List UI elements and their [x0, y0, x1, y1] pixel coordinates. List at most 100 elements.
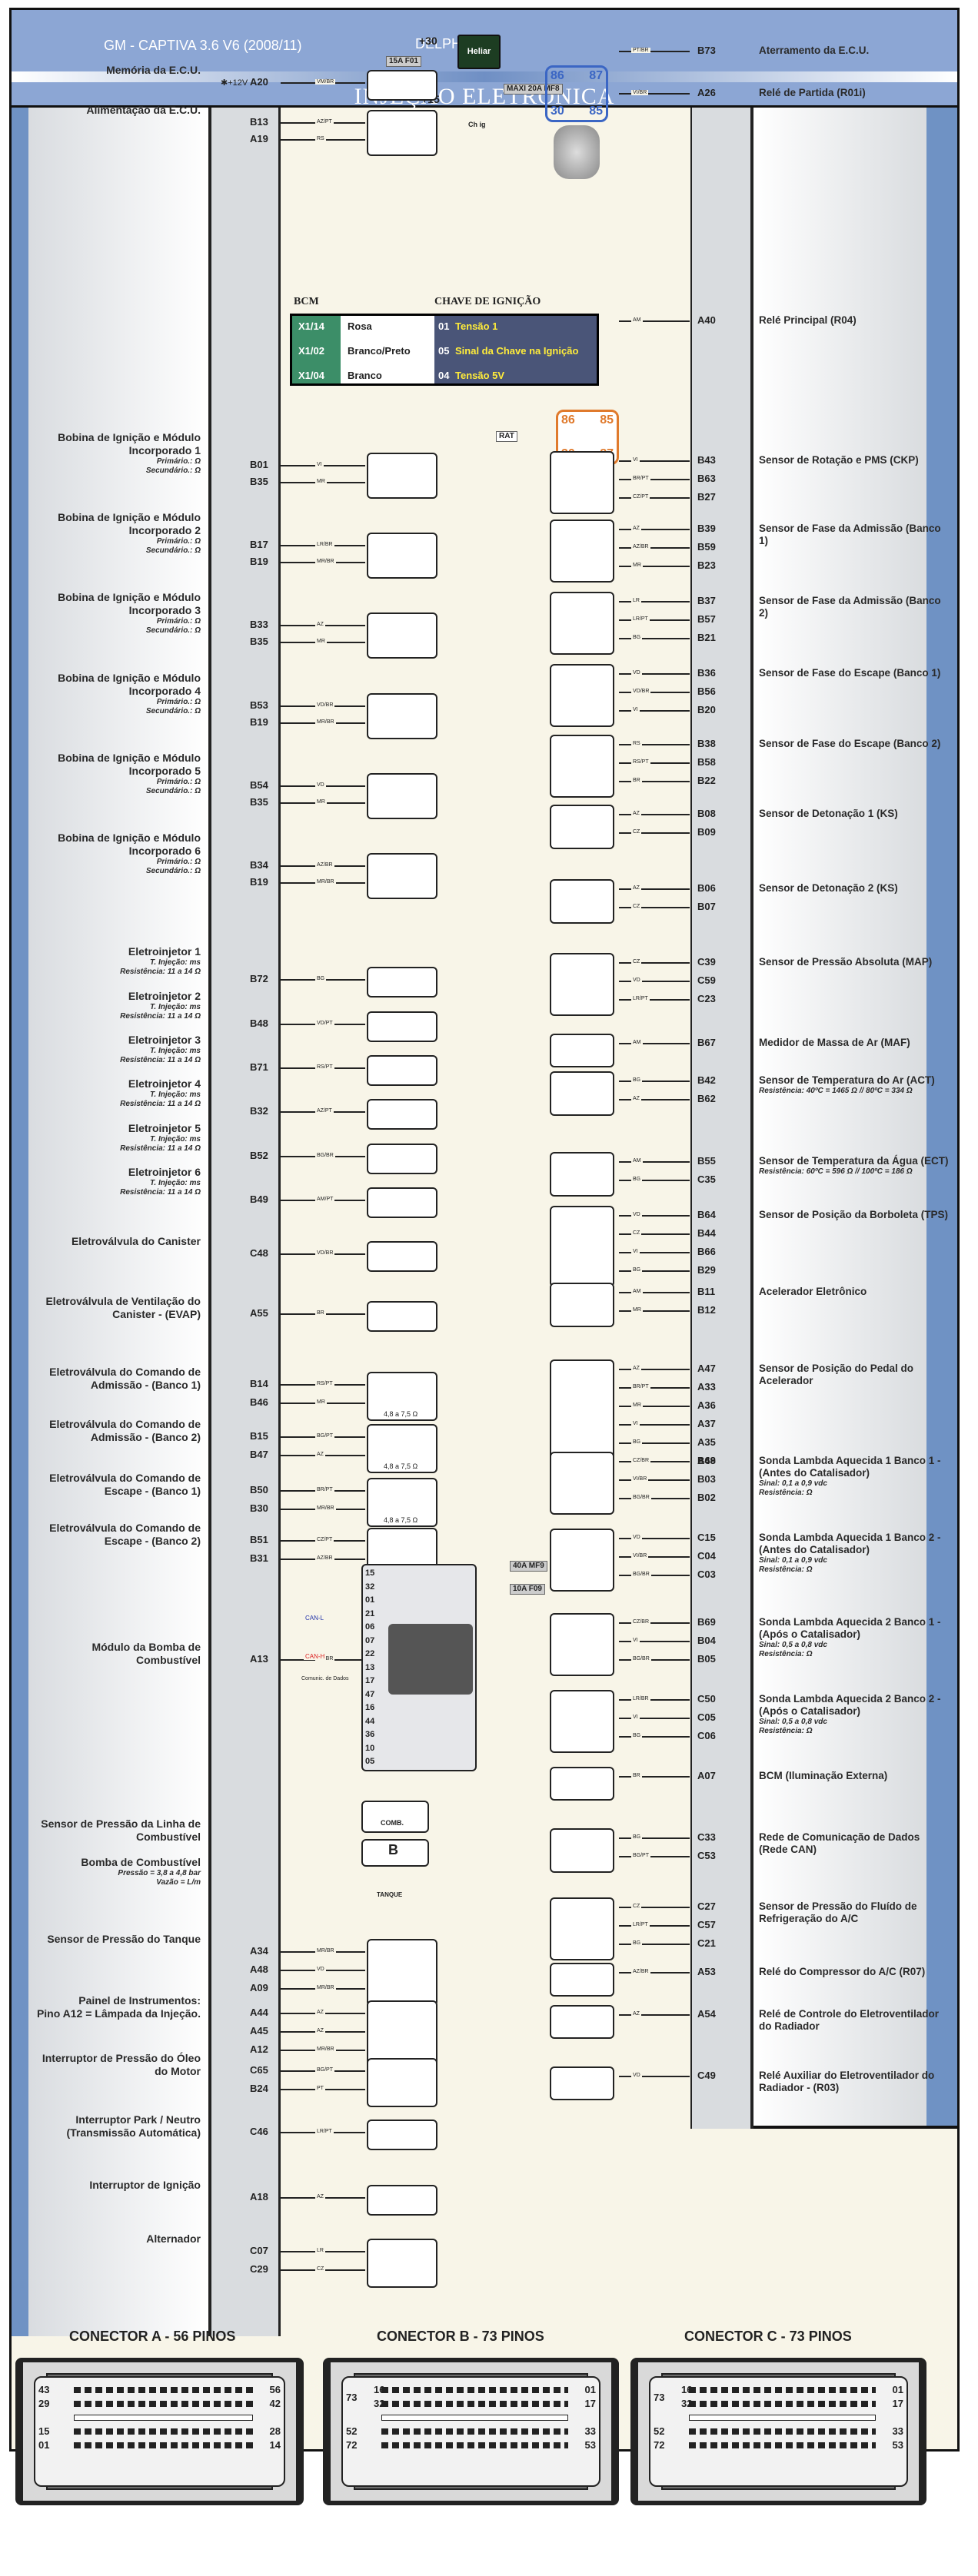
ecu-pin[interactable]: A48 — [250, 1964, 268, 1975]
ecu-pin[interactable]: C33 — [697, 1831, 716, 1843]
ecu-pin[interactable]: B44 — [697, 1227, 716, 1239]
ecu-pin[interactable]: B71 — [250, 1061, 268, 1073]
ecu-pin[interactable]: B64 — [697, 1209, 716, 1220]
ecu-pin[interactable]: C50 — [697, 1693, 716, 1705]
ecu-pin[interactable]: B55 — [697, 1155, 716, 1167]
ecu-pin[interactable]: C03 — [697, 1569, 716, 1580]
ecu-pin[interactable]: B62 — [697, 1093, 716, 1104]
ecu-pin[interactable]: B57 — [697, 613, 716, 625]
ecu-pin[interactable]: A44 — [250, 2007, 268, 2018]
ecu-pin[interactable]: B19 — [250, 876, 268, 888]
ecu-pin[interactable]: B56 — [697, 685, 716, 697]
ecu-pin[interactable]: A47 — [697, 1363, 716, 1374]
ecu-pin[interactable]: A36 — [697, 1399, 716, 1411]
ecu-pin[interactable]: A33 — [697, 1381, 716, 1393]
ecu-pin[interactable]: B15 — [250, 1430, 268, 1442]
ecu-pin[interactable]: B01 — [250, 459, 268, 470]
ecu-pin[interactable]: A37 — [697, 1418, 716, 1429]
ecu-pin[interactable]: A19 — [250, 133, 268, 144]
ecu-pin[interactable]: B33 — [250, 619, 268, 630]
ecu-pin[interactable]: B43 — [697, 454, 716, 466]
ecu-pin[interactable]: B04 — [697, 1635, 716, 1646]
ecu-pin[interactable]: B67 — [697, 1037, 716, 1048]
ecu-pin[interactable]: B46 — [250, 1396, 268, 1408]
ecu-pin[interactable]: B22 — [697, 775, 716, 786]
ecu-pin[interactable]: B51 — [250, 1534, 268, 1545]
ecu-pin[interactable]: B48 — [250, 1017, 268, 1029]
ecu-pin[interactable]: A13 — [250, 1653, 268, 1665]
ecu-pin[interactable]: B49 — [250, 1193, 268, 1205]
ecu-pin[interactable]: A40 — [697, 314, 716, 326]
ecu-pin[interactable]: B63 — [697, 473, 716, 484]
ecu-pin[interactable]: B53 — [250, 699, 268, 711]
ecu-pin[interactable]: A54 — [697, 2008, 716, 2020]
ecu-pin[interactable]: A34 — [250, 1945, 268, 1957]
ecu-pin[interactable]: C29 — [250, 2263, 268, 2275]
ecu-pin[interactable]: C23 — [697, 993, 716, 1004]
ecu-pin[interactable]: B47 — [250, 1449, 268, 1460]
ecu-pin[interactable]: C46 — [250, 2126, 268, 2137]
ecu-pin[interactable]: B19 — [250, 716, 268, 728]
ecu-pin[interactable]: B35 — [250, 796, 268, 808]
ecu-pin[interactable]: B23 — [697, 559, 716, 571]
ecu-pin[interactable]: B27 — [697, 491, 716, 503]
ecu-pin[interactable]: B12 — [697, 1304, 716, 1316]
ecu-pin[interactable]: B39 — [697, 523, 716, 534]
ecu-pin[interactable]: C39 — [697, 956, 716, 968]
ecu-pin[interactable]: C21 — [697, 1937, 716, 1949]
ecu-pin[interactable]: B06 — [697, 882, 716, 894]
ecu-pin[interactable]: B14 — [250, 1378, 268, 1389]
ecu-pin[interactable]: A45 — [250, 2025, 268, 2037]
ecu-pin[interactable]: B19 — [250, 556, 268, 567]
ecu-pin[interactable]: B68 — [697, 1455, 716, 1466]
ecu-pin[interactable]: B35 — [250, 636, 268, 647]
ecu-pin[interactable]: B34 — [250, 859, 268, 871]
ecu-pin[interactable]: B37 — [697, 595, 716, 606]
ecu-pin[interactable]: A07 — [697, 1770, 716, 1781]
ecu-pin[interactable]: B31 — [250, 1552, 268, 1564]
ecu-pin[interactable]: B13 — [250, 116, 268, 128]
ecu-pin[interactable]: B58 — [697, 756, 716, 768]
ecu-pin[interactable]: B42 — [697, 1074, 716, 1086]
ecu-pin[interactable]: B09 — [697, 826, 716, 838]
ecu-pin[interactable]: B38 — [697, 738, 716, 749]
ecu-pin[interactable]: C07 — [250, 2245, 268, 2256]
ecu-pin[interactable]: B30 — [250, 1502, 268, 1514]
ecu-pin[interactable]: A55 — [250, 1307, 268, 1319]
ecu-pin[interactable]: B07 — [697, 901, 716, 912]
ecu-pin[interactable]: A26 — [697, 87, 716, 98]
ecu-pin[interactable]: B03 — [697, 1473, 716, 1485]
ecu-pin[interactable]: B20 — [697, 704, 716, 715]
ecu-pin[interactable]: B72 — [250, 973, 268, 984]
ecu-pin[interactable]: B11 — [697, 1286, 716, 1297]
ecu-pin[interactable]: C06 — [697, 1730, 716, 1741]
ecu-pin[interactable]: C65 — [250, 2064, 268, 2076]
ecu-pin[interactable]: C53 — [697, 1850, 716, 1861]
ecu-pin[interactable]: B32 — [250, 1105, 268, 1117]
ecu-pin[interactable]: B21 — [697, 632, 716, 643]
ecu-pin[interactable]: C35 — [697, 1173, 716, 1185]
ecu-pin[interactable]: A53 — [697, 1966, 716, 1977]
ecu-pin[interactable]: B59 — [697, 541, 716, 553]
ecu-pin[interactable]: B69 — [697, 1616, 716, 1628]
ecu-pin[interactable]: C15 — [697, 1532, 716, 1543]
ecu-pin[interactable]: B66 — [697, 1246, 716, 1257]
ecu-pin[interactable]: B50 — [250, 1484, 268, 1495]
ecu-pin[interactable]: C48 — [250, 1247, 268, 1259]
ecu-pin[interactable]: C57 — [697, 1919, 716, 1930]
ecu-pin[interactable]: C27 — [697, 1900, 716, 1912]
ecu-pin[interactable]: B73 — [697, 45, 716, 56]
ecu-pin[interactable]: A35 — [697, 1436, 716, 1448]
ecu-pin[interactable]: B54 — [250, 779, 268, 791]
ecu-pin[interactable]: A18 — [250, 2191, 268, 2203]
ecu-pin[interactable]: B36 — [697, 667, 716, 679]
ecu-pin[interactable]: C05 — [697, 1711, 716, 1723]
ecu-pin[interactable]: B02 — [697, 1492, 716, 1503]
ecu-pin[interactable]: B17 — [250, 539, 268, 550]
ecu-pin[interactable]: B52 — [250, 1150, 268, 1161]
ecu-pin[interactable]: A09 — [250, 1982, 268, 1993]
ecu-pin[interactable]: A49 — [697, 1455, 716, 1466]
ecu-pin[interactable]: B35 — [250, 476, 268, 487]
ecu-pin[interactable]: A12 — [250, 2043, 268, 2055]
ecu-pin[interactable]: C59 — [697, 974, 716, 986]
